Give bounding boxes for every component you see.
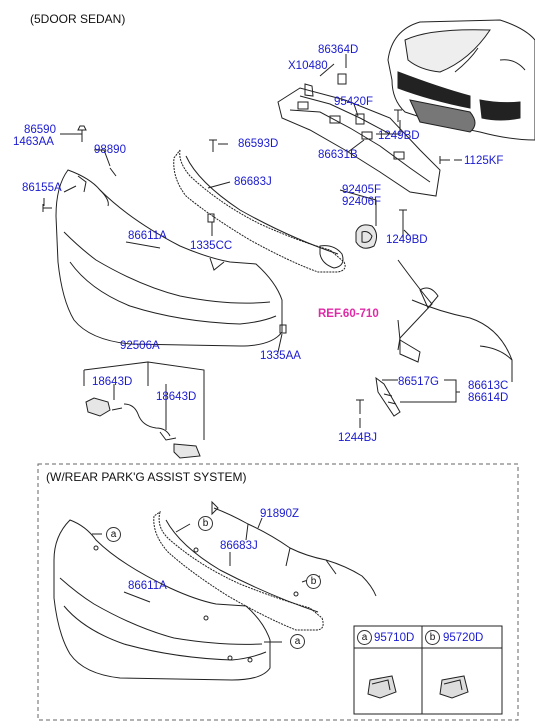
- sensor-legend-table: [353, 625, 503, 715]
- part-label-1244bj[interactable]: 1244BJ: [338, 432, 378, 444]
- part-label-91890z[interactable]: 91890Z: [260, 508, 300, 520]
- part-label-92506a[interactable]: 92506A: [120, 340, 160, 352]
- part-label-1249bd-upper[interactable]: 1249BD: [378, 130, 420, 142]
- callout-b-lower: b: [306, 574, 321, 589]
- side-bracket: [356, 376, 401, 417]
- legend-part-95720d[interactable]: 95720D: [443, 632, 484, 644]
- model-header: (5DOOR SEDAN): [30, 12, 126, 26]
- wiring-harness-91890z: [211, 500, 377, 597]
- rear-bumper-assist: [53, 519, 271, 681]
- part-label-86683j-assist[interactable]: 86683J: [220, 540, 258, 552]
- callout-a-lower: a: [290, 634, 305, 649]
- part-label-18643d-right[interactable]: 18643D: [156, 391, 197, 403]
- legend-letter-b: b: [425, 630, 440, 645]
- fasteners: [42, 109, 450, 334]
- assist-section-title: (W/REAR PARK'G ASSIST SYSTEM): [46, 470, 247, 484]
- part-label-95420f[interactable]: 95420F: [334, 96, 374, 108]
- rear-bumper-86611a: [55, 169, 283, 347]
- part-label-86631b[interactable]: 86631B: [318, 149, 358, 161]
- part-label-86613c[interactable]: 86613C: [468, 380, 509, 392]
- leader-lines: [43, 54, 462, 440]
- bumper-rail-86631b: [277, 73, 441, 197]
- part-label-92405f[interactable]: 92405F: [342, 184, 382, 196]
- part-label-1335cc[interactable]: 1335CC: [190, 240, 233, 252]
- legend-part-95710d[interactable]: 95710D: [374, 632, 415, 644]
- part-label-86611a[interactable]: 86611A: [128, 230, 167, 242]
- rear-garnish-86683j: [173, 149, 346, 273]
- part-label-86593d[interactable]: 86593D: [238, 138, 279, 150]
- quarter-panel: [397, 259, 513, 382]
- part-label-86517g[interactable]: 86517G: [398, 376, 439, 388]
- assist-system-box: [37, 463, 519, 721]
- part-label-86590[interactable]: 86590: [24, 124, 56, 136]
- rear-garnish-assist: [153, 510, 324, 631]
- part-label-86155a[interactable]: 86155A: [22, 182, 62, 194]
- car-rear-illustration: [387, 19, 535, 141]
- part-label-1125kf[interactable]: 1125KF: [464, 155, 504, 167]
- part-label-86364d[interactable]: 86364D: [318, 44, 359, 56]
- part-label-18643d-left[interactable]: 18643D: [92, 376, 133, 388]
- part-label-86614d[interactable]: 86614D: [468, 392, 509, 404]
- part-label-1463aa[interactable]: 1463AA: [13, 136, 54, 148]
- callout-a-upper: a: [106, 527, 121, 542]
- leader-lines-assist: [92, 517, 321, 643]
- wiring-harness-92506a: [85, 397, 201, 459]
- reflex-reflector: [355, 224, 378, 249]
- reference-link-60-710[interactable]: REF.60-710: [318, 308, 379, 320]
- part-label-1249bd-lower[interactable]: 1249BD: [386, 234, 428, 246]
- part-label-1335aa[interactable]: 1335AA: [260, 350, 301, 362]
- part-label-98890[interactable]: 98890: [94, 144, 126, 156]
- part-label-86683j[interactable]: 86683J: [234, 176, 272, 188]
- part-label-92406f[interactable]: 92406F: [342, 196, 382, 208]
- legend-letter-a: a: [357, 630, 372, 645]
- callout-b-upper: b: [198, 516, 213, 531]
- part-label-x10480[interactable]: X10480: [288, 60, 328, 72]
- part-label-86611a-assist[interactable]: 86611A: [128, 580, 167, 592]
